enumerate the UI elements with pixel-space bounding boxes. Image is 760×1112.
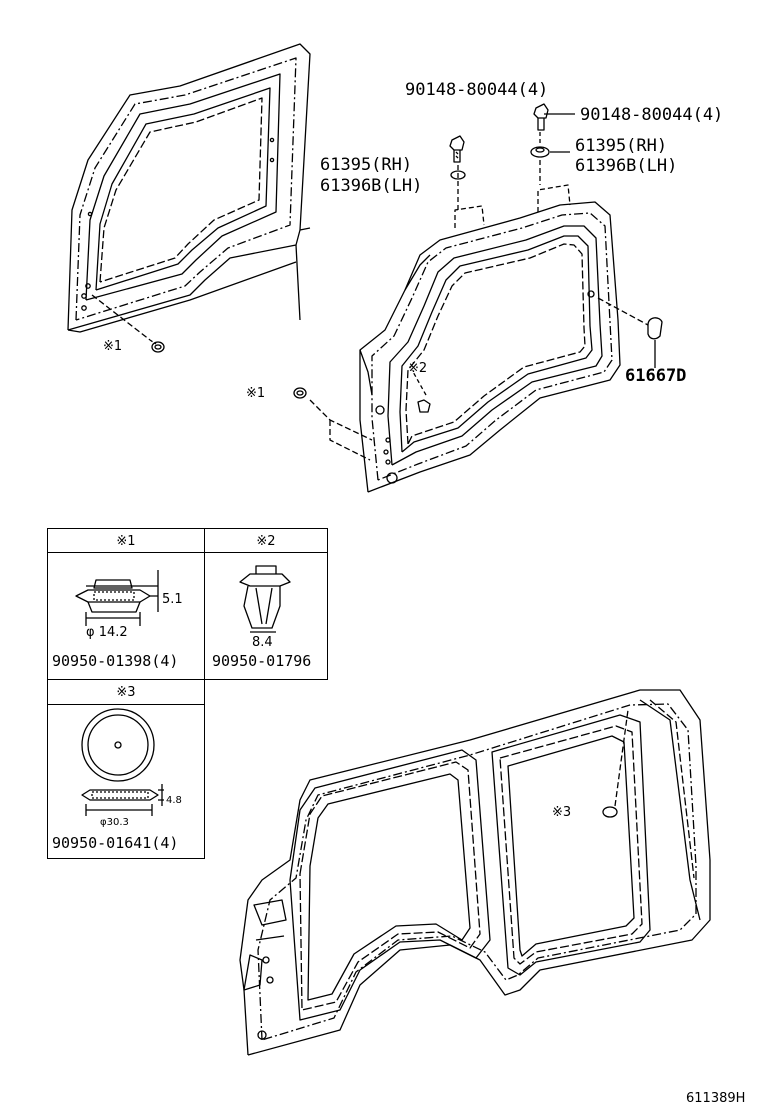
grommet-3-drawing (81, 708, 164, 816)
plug-left-rh-label: 61395(RH) (320, 155, 413, 175)
cell-2-dim: 8.4 (252, 635, 273, 650)
cap-label: 61667D (625, 366, 687, 386)
cell-1-header: ※1 (116, 534, 136, 549)
cell-2-header: ※2 (256, 534, 276, 549)
plug-right-rh-label: 61395(RH) (575, 136, 668, 156)
cell-1-part-number: 90950-01398(4) (52, 652, 179, 670)
ref-2: ※2 (408, 361, 428, 376)
cell-3-dim-height: 4.8 (166, 795, 182, 806)
ref-1-top: ※1 (103, 339, 123, 354)
plug-right-lh-label: 61396B(LH) (575, 156, 678, 176)
cell-1-dim-height: 5.1 (162, 592, 183, 607)
bolt-right-label: 90148-80044(4) (580, 105, 724, 125)
cell-3 (47, 679, 205, 859)
cell-3-part-number: 90950-01641(4) (52, 834, 179, 852)
bolt-left-label: 90148-80044(4) (405, 80, 549, 100)
ref-1-mid: ※1 (246, 386, 266, 401)
ref-3: ※3 (552, 805, 572, 820)
cell-3-dim-diameter: φ30.3 (100, 817, 129, 828)
plug-left-lh-label: 61396B(LH) (320, 176, 423, 196)
front-door-frame (67, 43, 311, 341)
clip-2-drawing (239, 565, 291, 633)
figure-id: 611389H (686, 1091, 746, 1106)
cell-2-part-number: 90950-01796 (212, 652, 312, 670)
rear-door-frame (309, 184, 649, 493)
cell-2 (204, 528, 328, 680)
body-side-panel (239, 689, 711, 1056)
cell-3-header: ※3 (116, 685, 136, 700)
bolts-and-plugs (149, 103, 663, 413)
cell-1-dim-diameter: φ 14.2 (86, 625, 128, 640)
header-divider-top (47, 552, 328, 553)
clip-1-drawing (75, 570, 159, 626)
header-divider-bottom (47, 704, 205, 705)
